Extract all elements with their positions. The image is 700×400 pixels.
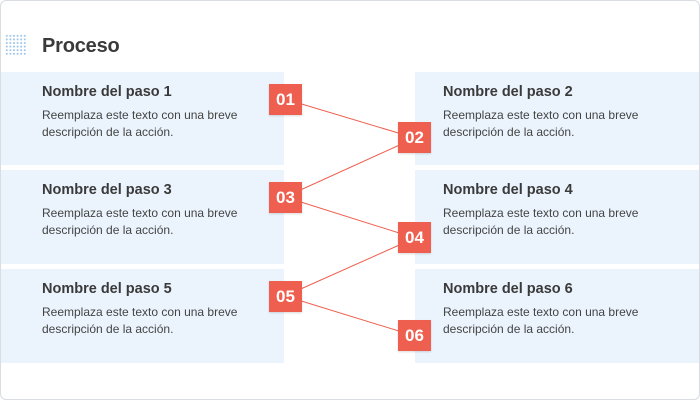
connector-2-3	[284, 137, 416, 198]
step-card-6: Nombre del paso 6 Reemplaza este texto c…	[415, 269, 699, 363]
step-number-badge-4: 04	[398, 222, 431, 253]
step-title: Nombre del paso 6	[443, 281, 573, 297]
step-description: Reemplaza este texto con una breve descr…	[443, 108, 639, 139]
dot-grid-decoration	[5, 34, 27, 56]
step-description: Reemplaza este texto con una breve descr…	[42, 305, 238, 336]
step-title: Nombre del paso 2	[443, 84, 573, 100]
page-title: Proceso	[42, 35, 120, 57]
step-number-badge-2: 02	[398, 122, 431, 153]
step-card-3: Nombre del paso 3 Reemplaza este texto c…	[1, 170, 284, 264]
connector-3-4	[284, 196, 416, 239]
step-description: Reemplaza este texto con una breve descr…	[42, 206, 238, 237]
step-card-2: Nombre del paso 2 Reemplaza este texto c…	[415, 72, 699, 165]
step-number-badge-5: 05	[269, 281, 302, 312]
step-title: Nombre del paso 4	[443, 182, 573, 198]
step-card-1: Nombre del paso 1 Reemplaza este texto c…	[1, 72, 284, 165]
step-description: Reemplaza este texto con una breve descr…	[443, 206, 639, 237]
connector-5-6	[284, 295, 416, 337]
step-title: Nombre del paso 1	[42, 84, 172, 100]
connector-4-5	[284, 237, 416, 297]
step-number-badge-6: 06	[398, 320, 431, 351]
step-title: Nombre del paso 5	[42, 281, 172, 297]
step-number-badge-3: 03	[269, 182, 302, 213]
step-title: Nombre del paso 3	[42, 182, 172, 198]
step-number-badge-1: 01	[269, 84, 302, 115]
step-card-4: Nombre del paso 4 Reemplaza este texto c…	[415, 170, 699, 264]
step-card-5: Nombre del paso 5 Reemplaza este texto c…	[1, 269, 284, 363]
connector-1-2	[284, 98, 416, 139]
step-description: Reemplaza este texto con una breve descr…	[42, 108, 238, 139]
step-description: Reemplaza este texto con una breve descr…	[443, 305, 639, 336]
